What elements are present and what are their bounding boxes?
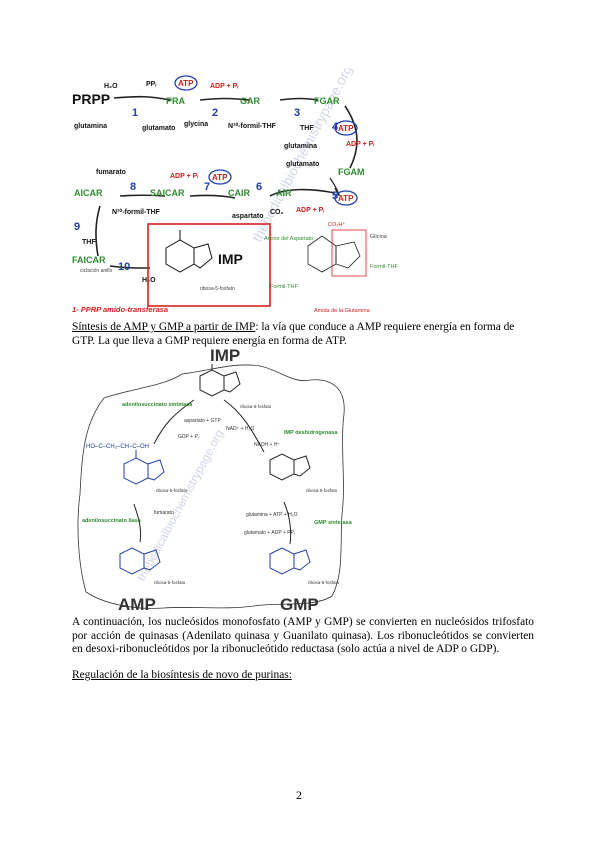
- amp-label: AMP: [118, 595, 156, 612]
- node-saicar: SAICAR: [150, 188, 185, 198]
- gmp-label: GMP: [280, 595, 319, 612]
- reagent-glutamina: glutamina: [74, 123, 107, 130]
- reagent-n10-formil-thf: N¹⁰-formil-THF: [228, 122, 277, 130]
- section-title-amp-gmp: Síntesis de AMP y GMP a partir de IMP: [72, 321, 256, 333]
- ciclacion-label: ciclación anillo: [80, 268, 112, 274]
- reagent-thf-2: THF: [82, 239, 96, 246]
- enzyme-gmp-sintetasa: GMP sintetasa: [314, 520, 353, 526]
- origin-aspartato: Amino del Aspartato: [264, 236, 313, 242]
- enzyme-number-7: 7: [204, 181, 210, 193]
- reagent-co2: CO₂: [270, 209, 284, 216]
- imp-ribosa: ribosa-5-fosfato: [240, 404, 272, 409]
- reagent-fumarato-2: fumarato: [154, 510, 174, 516]
- node-aicar: AICAR: [74, 188, 103, 198]
- atp-4-label: ATP: [338, 194, 354, 203]
- node-air: AIR: [276, 188, 292, 198]
- reagent-glutamina-2: glutamina: [284, 143, 317, 150]
- origin-glicina: Glicina: [370, 234, 388, 240]
- watermark: thebedicalbiochemistrypage.org: [249, 68, 356, 244]
- enzyme-number-10: 10: [118, 261, 130, 273]
- reagent-gdp-pi: GDP + Pᵢ: [178, 434, 199, 440]
- reagent-glycina: glycina: [184, 121, 208, 128]
- reagent-fumarato: fumarato: [96, 169, 126, 176]
- enzyme-number-8: 8: [130, 181, 136, 193]
- node-fgam: FGAM: [338, 167, 365, 177]
- figure-legend: 1- PPRP amido-transferasa: [72, 305, 168, 314]
- enzyme-number-6: 6: [256, 181, 262, 193]
- origin-formil-thf-2: Formil-THF: [270, 284, 298, 290]
- node-pra: PRA: [166, 96, 186, 106]
- watermark-2: thebedicalbiochemistrypage.org: [134, 427, 226, 583]
- reagent-thf: THF: [300, 125, 314, 132]
- enzyme-number-9: 9: [74, 221, 80, 233]
- reagent-adp-pi-4: ADP + Pᵢ: [296, 207, 324, 214]
- reagent-adp-pi-3: ADP + Pᵢ: [170, 173, 198, 180]
- atp-3-label: ATP: [212, 173, 228, 182]
- paragraph-amp-gmp: Síntesis de AMP y GMP a partir de IMP: l…: [72, 321, 534, 348]
- gmp-ribosa: ribosa-5-fosfato: [308, 580, 340, 585]
- origin-highlight: [331, 229, 367, 277]
- reagent-glu-adp: glutamato + ADP + PPᵢ: [244, 530, 295, 536]
- paragraph-amp-gmp-text: : la vía que conduce a AMP requiere ener…: [72, 321, 515, 347]
- ribosa-label: ribosa-5-fosfato: [200, 286, 235, 292]
- node-prpp: PRPP: [72, 91, 110, 107]
- reagent-adp-pi: ADP + Pᵢ: [210, 83, 238, 90]
- imp-structure-box: [147, 223, 271, 307]
- enzyme-number-2: 2: [212, 107, 218, 119]
- node-fgar: FGAR: [314, 96, 340, 106]
- imp-label: IMP: [218, 251, 243, 267]
- origin-glutamina: Amida de la Glutamina: [314, 308, 371, 314]
- page-number: 2: [296, 788, 302, 802]
- enzyme-number-1: 1: [132, 107, 138, 119]
- node-gar: GAR: [240, 96, 261, 106]
- section-heading-regulacion: Regulación de la biosíntesis de novo de …: [72, 669, 292, 681]
- node-faicar: FAICAR: [72, 255, 106, 265]
- atp-circle-3: [208, 169, 232, 185]
- adenylosuccinate-ribosa: ribosa-5-fosfato: [156, 488, 188, 493]
- reagent-ppi: PPᵢ: [146, 81, 156, 88]
- enzyme-adenilosuccinato-sintetasa: adenilosuccinato sintetasa: [122, 402, 193, 408]
- imp-title: IMP: [210, 346, 240, 365]
- reagent-aspartato-gtp: aspartato + GTP: [184, 418, 221, 424]
- enzyme-imp-deshidrogenasa: IMP deshidrogenasa: [284, 430, 338, 436]
- atp-circle-1: [174, 75, 198, 91]
- atp-1-label: ATP: [178, 79, 194, 88]
- xmp-ribosa: ribosa-5-fosfato: [306, 488, 338, 493]
- atp-2-label: ATP: [338, 124, 354, 133]
- imp-to-amp-gmp-figure: thebedicalbiochemistrypage.org IMP ribos…: [77, 346, 353, 612]
- reagent-aspartato: aspartato: [232, 213, 264, 220]
- reagent-gln-atp: glutamina + ATP + H₂O: [246, 512, 298, 518]
- enzyme-number-3: 3: [294, 107, 300, 119]
- succ-chain: HO–C–CH₂–CH–C–OH: [86, 444, 149, 450]
- reagent-h2o-2: H₂O: [142, 277, 156, 284]
- reagent-glutamato: glutamato: [142, 125, 175, 132]
- paragraph-quinasas: A continuación, los nucleósidos monofosf…: [72, 616, 534, 655]
- reagent-n10-formil-thf-2: N¹⁰-formil-THF: [112, 208, 161, 216]
- enzyme-adenilosuccinato-liasa: adenilosuccinato liasa: [82, 518, 142, 524]
- reagent-adp-pi-2: ADP + Pᵢ: [346, 141, 374, 148]
- reagent-h2o: H₂O: [104, 83, 118, 90]
- reagent-nad-h2o: NAD⁺ + H₂O: [226, 426, 254, 432]
- atp-circle-4: [334, 190, 358, 206]
- reagent-nadh: NADH + H⁺: [254, 442, 280, 448]
- atp-circle-2: [334, 120, 358, 136]
- amp-ribosa: ribosa-5-fosfato: [154, 580, 186, 585]
- origin-formil-thf-1: Formil-THF: [370, 264, 398, 270]
- node-cair: CAIR: [228, 188, 250, 198]
- purine-pathway-figure: thebedicalbiochemistrypage.org PRPP PRA …: [72, 68, 398, 314]
- reagent-glutamato-2: glutamato: [286, 161, 319, 168]
- origin-co2: CO₂H⁺: [328, 221, 345, 228]
